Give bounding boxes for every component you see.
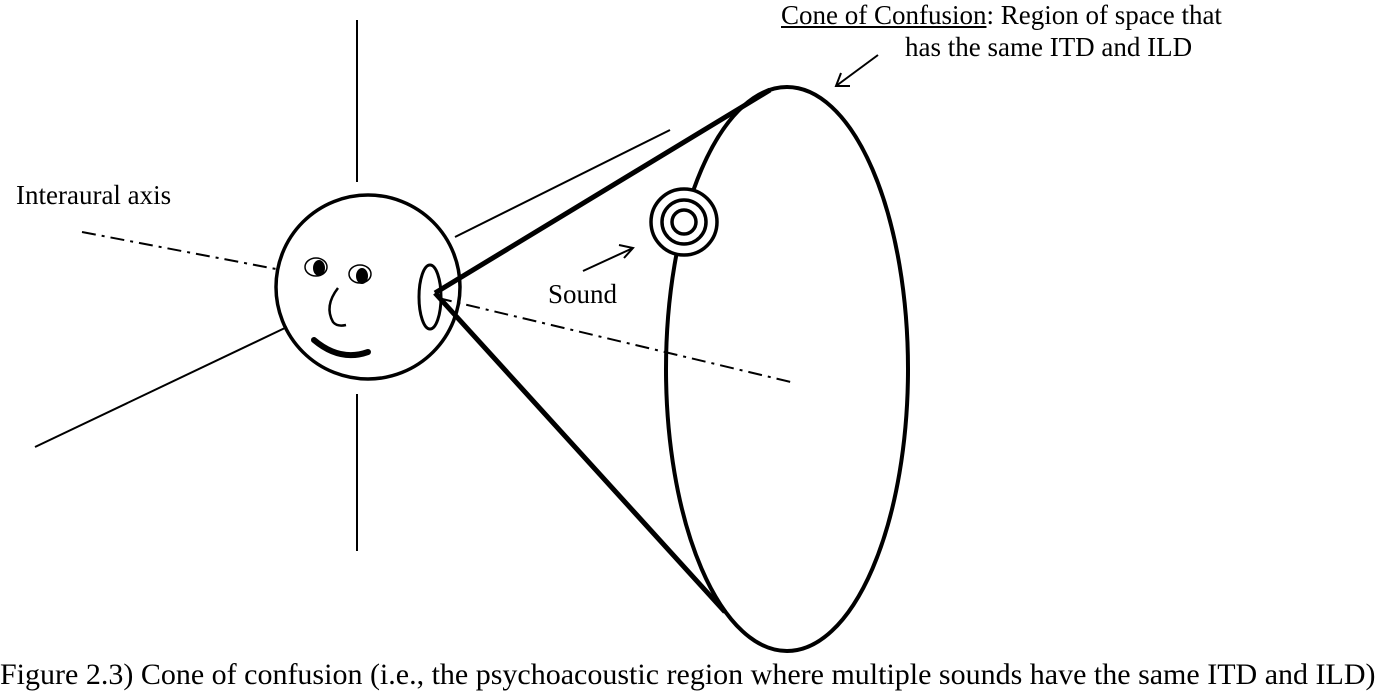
cone-definition-line2: has the same ITD and ILD bbox=[905, 32, 1193, 62]
right-eye bbox=[348, 264, 372, 284]
interaural-axis-label: Interaural axis bbox=[16, 180, 172, 210]
depth-axis-lower bbox=[34, 326, 288, 448]
nose bbox=[328, 287, 347, 327]
cone-term: Cone of Confusion bbox=[781, 0, 987, 30]
cone-arrow bbox=[834, 54, 879, 87]
left-eye bbox=[304, 257, 328, 277]
sound-source-icon bbox=[649, 187, 719, 257]
cone-edge-lower bbox=[433, 291, 727, 614]
cone-base bbox=[664, 85, 910, 653]
head bbox=[274, 193, 462, 381]
cone-edge-upper bbox=[433, 87, 772, 296]
diagram-canvas bbox=[34, 20, 910, 653]
mouth bbox=[311, 337, 371, 358]
cone-definition-line1: : Region of space that bbox=[986, 0, 1222, 30]
cone-label: Cone of Confusion: Region of space that bbox=[781, 2, 1222, 29]
depth-axis-upper bbox=[454, 129, 671, 238]
figure-caption: Figure 2.3) Cone of confusion (i.e., the… bbox=[0, 658, 1375, 691]
interaural-axis-left bbox=[81, 231, 277, 270]
sound-arrow bbox=[582, 244, 635, 272]
sound-label: Sound bbox=[548, 279, 618, 309]
interaural-axis-right bbox=[437, 297, 796, 384]
